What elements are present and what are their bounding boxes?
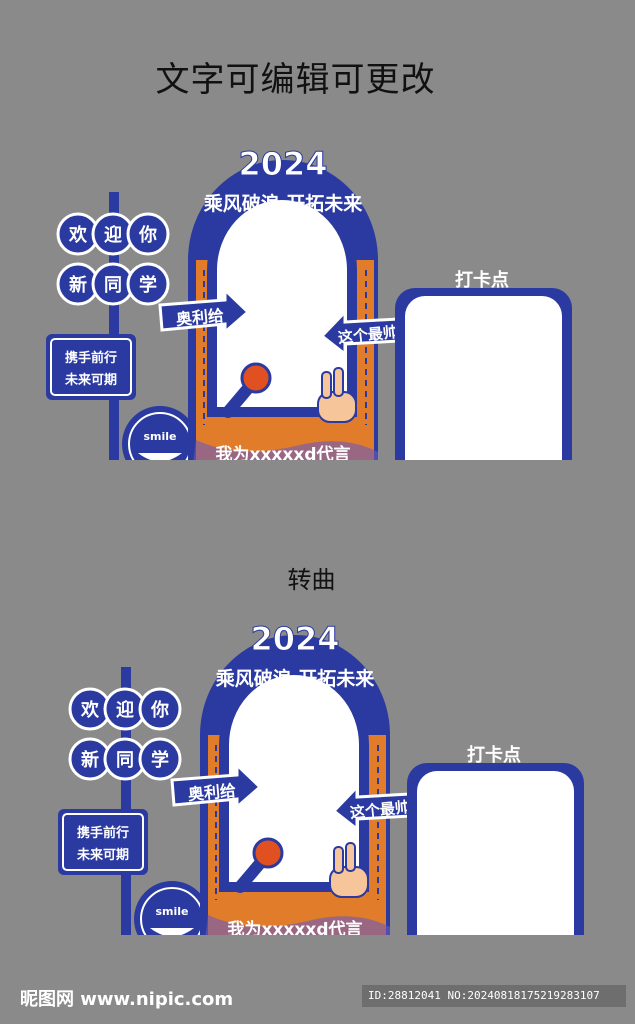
welcome-char: 迎 <box>104 224 122 246</box>
arrow-left-label: 奥利给 <box>175 306 224 329</box>
arrow-sign-left: 奥利给 <box>170 761 263 811</box>
classmate-row: 新 同 学 <box>68 737 182 781</box>
year-label: 2024 <box>250 620 339 658</box>
arch-slogan: 乘风破浪 开拓未来 <box>215 667 375 690</box>
sign-pole <box>109 192 119 460</box>
welcome-char: 迎 <box>116 699 134 721</box>
arrow-sign-right: 这个最帅 <box>331 783 432 833</box>
checkin-label: 打卡点 <box>467 744 521 766</box>
welcome-char: 你 <box>138 224 157 246</box>
classmate-char: 新 <box>81 749 99 771</box>
motto-sign: 携手前行 未来可期 <box>46 334 136 400</box>
classmate-char: 同 <box>116 750 134 771</box>
welcome-char: 欢 <box>68 225 88 246</box>
smile-badge: smile <box>134 881 210 935</box>
welcome-char: 你 <box>150 699 169 721</box>
motto-sign: 携手前行 未来可期 <box>58 809 148 875</box>
motto-line1: 携手前行 <box>77 825 129 841</box>
speak-label: 我为xxxxxd代言 <box>216 444 351 460</box>
classmate-char: 同 <box>104 275 122 296</box>
classmate-char: 学 <box>151 749 169 771</box>
arch-frame: 2024 乘风破浪 开拓未来 我为xxxxxd代言 L O H <box>188 145 378 460</box>
year-label: 2024 <box>238 145 327 183</box>
microphone-icon <box>222 362 272 418</box>
arrow-left-label: 奥利给 <box>187 781 236 804</box>
motto-line2: 未来可期 <box>64 372 117 388</box>
checkin-label: 打卡点 <box>455 269 509 291</box>
welcome-row: 欢 迎 你 <box>56 212 170 256</box>
photo-board-editable: 欢 迎 你 新 同 学 携手前行 未来可期 smile 2024 乘风破浪 开拓… <box>46 145 572 460</box>
checkin-panel: 打卡点 <box>407 744 584 935</box>
peace-hand-icon <box>329 842 369 898</box>
smile-badge: smile <box>122 406 198 460</box>
arrow-sign-left: 奥利给 <box>158 286 251 336</box>
welcome-char: 欢 <box>80 700 100 721</box>
motto-line2: 未来可期 <box>76 847 129 863</box>
smile-label: smile <box>155 905 188 918</box>
arch-slogan: 乘风破浪 开拓未来 <box>203 192 363 215</box>
smile-label: smile <box>143 430 176 443</box>
classmate-row: 新 同 学 <box>56 262 170 306</box>
checkin-panel: 打卡点 <box>395 269 572 460</box>
heading-outlined: 转曲 <box>287 566 336 594</box>
peace-hand-icon <box>317 367 357 423</box>
heading-editable: 文字可编辑可更改 <box>155 60 436 100</box>
sign-pole <box>121 667 131 935</box>
classmate-char: 新 <box>69 274 87 296</box>
photo-board-outlined: 欢 迎 你 新 同 学 携手前行 未来可期 smile 2024 乘风破浪 开拓… <box>58 620 584 935</box>
microphone-icon <box>234 837 284 893</box>
classmate-char: 学 <box>139 274 157 296</box>
welcome-row: 欢 迎 你 <box>68 687 182 731</box>
image-id-bar: ID:28812041 NO:20240818175219283107 <box>362 985 626 1007</box>
speak-label: 我为xxxxxd代言 <box>228 919 363 935</box>
motto-line1: 携手前行 <box>65 350 117 366</box>
watermark: 昵图网 www.nipic.com <box>20 989 234 1010</box>
